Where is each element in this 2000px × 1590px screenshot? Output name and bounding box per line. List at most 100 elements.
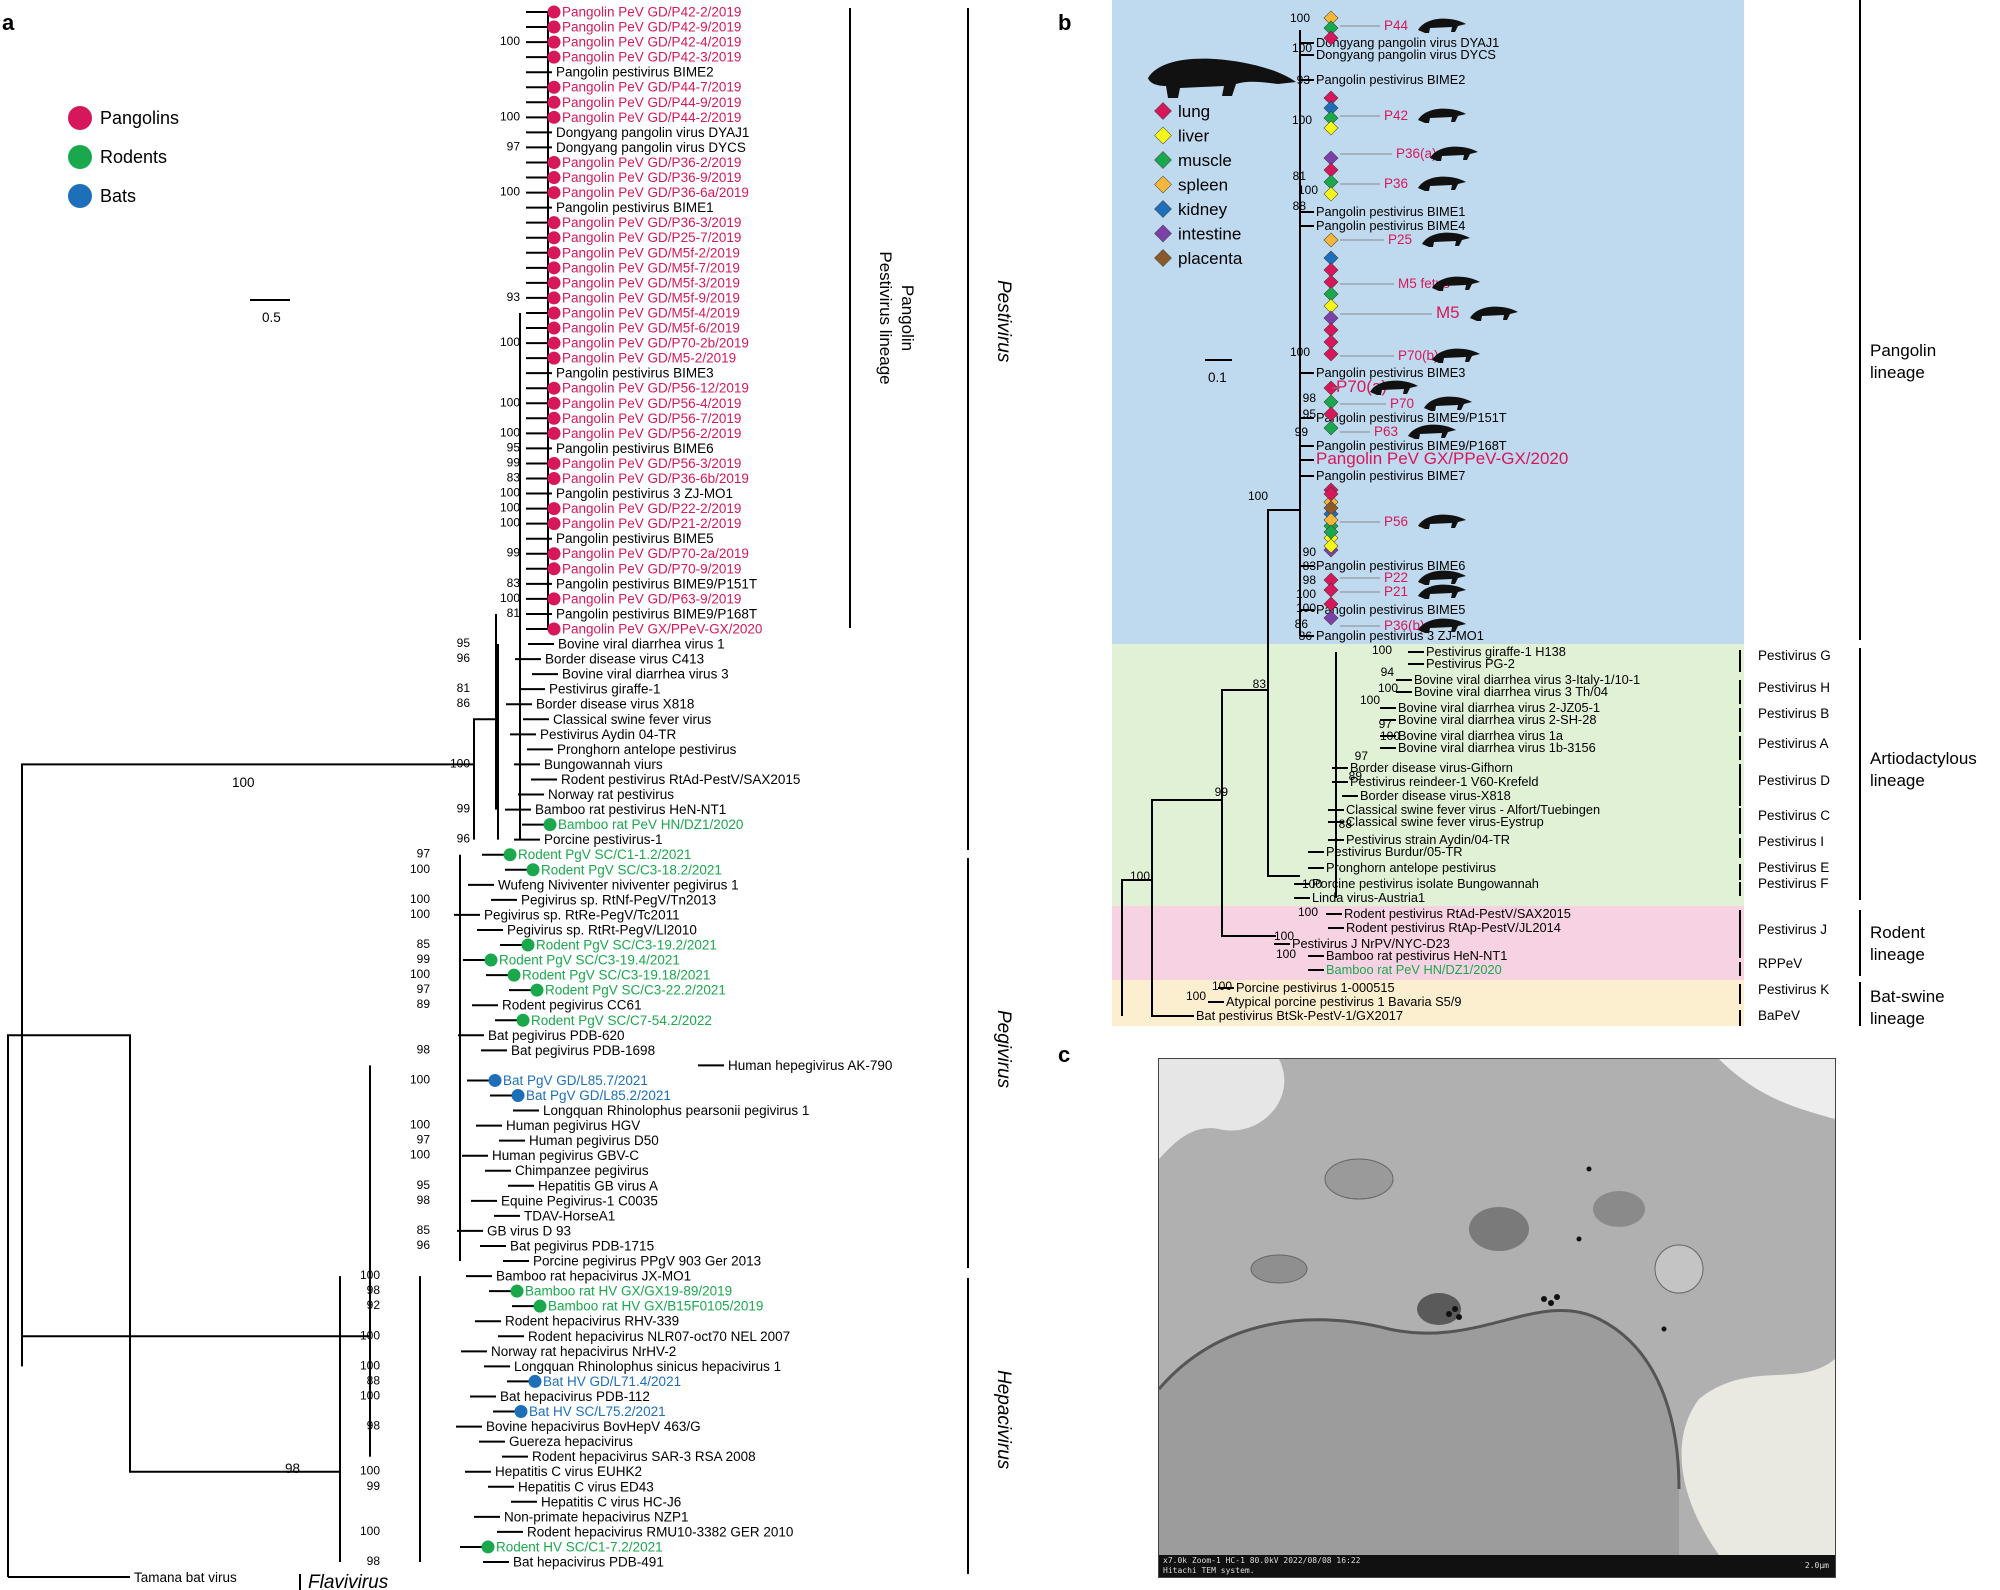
tip-label-a: Pangolin PeV GD/P44-7/2019: [562, 80, 741, 95]
node-root-upper: [21, 763, 474, 1338]
pangolin-silhouette-icon: [1148, 58, 1296, 98]
tip-label-a: Pangolin PeV GD/M5f-3/2019: [562, 275, 740, 290]
tissue-diamond: [1323, 100, 1339, 116]
tissue-diamond: [1323, 186, 1339, 202]
species-label: Pestivirus K: [1758, 982, 1829, 997]
species-label: Pestivirus G: [1758, 648, 1831, 663]
tip-label-a: Rodent PgV SC/C3-19.2/2021: [536, 938, 717, 953]
support-a: 100: [410, 862, 430, 876]
tip-label-a: Pangolin PeV GD/P42-3/2019: [562, 50, 741, 65]
tissue-diamond: [1323, 110, 1339, 126]
tissue-label-spleen: spleen: [1178, 176, 1228, 195]
host-dot-a: [547, 456, 561, 470]
support-a: 100: [360, 1358, 380, 1372]
tip-label-b: Pangolin pestivirus BIME3: [1316, 365, 1465, 380]
support-a: 100: [410, 1072, 430, 1086]
tissue-diamond: [1323, 346, 1339, 362]
tip-label-a: Pangolin pestivirus 3 ZJ-MO1: [556, 486, 733, 501]
support-b: 100: [1186, 989, 1206, 1003]
pangolin-icon: [1408, 424, 1456, 439]
species-label: Pestivirus D: [1758, 773, 1830, 788]
tip-label-b2: Bovine viral diarrhea virus 1a: [1398, 728, 1564, 743]
legend-label-0: Pangolins: [100, 108, 179, 128]
support-a: 99: [507, 455, 521, 469]
species-label: BaPeV: [1758, 1008, 1800, 1023]
support-a: 97: [417, 847, 431, 861]
lineage-pangolin-1: Pangolin: [1870, 341, 1936, 360]
tip-label-a: Rodent hepacivirus NLR07-oct70 NEL 2007: [528, 1329, 790, 1344]
panel-letter-b: b: [1058, 10, 1071, 35]
support-a: 100: [410, 892, 430, 906]
tip-label-b2: Porcine pestivirus isolate Bungowannah: [1312, 876, 1539, 891]
tem-texture: [1159, 1059, 1835, 1555]
support-a: 100: [450, 756, 470, 770]
tissue-diamond: [1323, 420, 1339, 436]
host-dot-a: [481, 1540, 495, 1554]
tip-label-a: Pegivirus sp. RtRe-PegV/Tc2011: [484, 907, 680, 922]
sample-label: M5: [1436, 303, 1460, 322]
tip-label-b2: Classical swine fever virus-Eystrup: [1346, 814, 1544, 829]
tip-label-a: Rodent pegivirus CC61: [502, 998, 642, 1013]
support-a: 81: [457, 681, 471, 695]
host-dot-a: [547, 472, 561, 486]
tip-label-a: Bamboo rat HV GX/B15F0105/2019: [548, 1299, 763, 1314]
support-b: 100: [1292, 41, 1312, 55]
support-a: 100: [360, 1388, 380, 1402]
tip-label-a: Pegivirus sp. RtRt-PegV/Ll2010: [507, 922, 697, 937]
tip-label-a: Rodent HV SC/C1-7.2/2021: [496, 1539, 663, 1554]
tip-label-a: Pangolin PeV GD/M5f-7/2019: [562, 260, 740, 275]
tissue-diamond: [1323, 298, 1339, 314]
support-b: 95: [1303, 407, 1317, 421]
host-dot-a: [547, 517, 561, 531]
host-dot-a: [547, 396, 561, 410]
host-dot-a: [511, 1088, 525, 1102]
tem-micrograph: x7.0k Zoom-1 HC-1 80.0kV 2022/08/08 16:2…: [1158, 1058, 1836, 1578]
tip-label-a: Pangolin PeV GD/P63-9/2019: [562, 591, 741, 606]
tip-label-a: Porcine pestivirus-1: [544, 832, 663, 847]
support-b: 100: [1276, 947, 1296, 961]
bg-pangolin: [1112, 0, 1744, 644]
tip-label-b: Pangolin pestivirus 3 ZJ-MO1: [1316, 628, 1484, 643]
support-a: 99: [417, 952, 431, 966]
tip-label-a: Pangolin PeV GD/P21-2/2019: [562, 516, 741, 531]
tip-label-b2: Pestivirus giraffe-1 H138: [1426, 644, 1566, 659]
sample-label: P44: [1384, 18, 1409, 33]
tip-label-a: Pangolin pestivirus BIME5: [556, 531, 714, 546]
host-dot-a: [547, 306, 561, 320]
tip-label-a: Pangolin pestivirus BIME9/P151T: [556, 576, 757, 591]
legend-dot-2: [68, 184, 92, 208]
host-dot-a: [547, 155, 561, 169]
legend-label-1: Rodents: [100, 147, 167, 167]
pangolin-icon: [1430, 146, 1478, 161]
support-b: 100: [1298, 183, 1318, 197]
support-a: 98: [417, 1042, 431, 1056]
species-label: RPPeV: [1758, 956, 1802, 971]
tip-label-b2: Linda virus-Austria1: [1312, 890, 1425, 905]
tissue-diamond: [1323, 274, 1339, 290]
tip-label-a: Bamboo rat HV GX/GX19-89/2019: [525, 1284, 732, 1299]
tip-label-a: Rodent PgV SC/C3-19.4/2021: [499, 953, 680, 968]
support-a: 97: [417, 982, 431, 996]
tissue-label-muscle: muscle: [1178, 151, 1232, 170]
tip-label-b2: Atypical porcine pestivirus 1 Bavaria S5…: [1226, 994, 1461, 1009]
pangolin-icon: [1418, 618, 1466, 633]
tissue-diamond: [1323, 232, 1339, 248]
support-b: 100: [1302, 877, 1322, 891]
sample-label: P42: [1384, 108, 1408, 123]
genus-flavivirus: Flavivirus: [308, 1572, 389, 1590]
host-dot-a: [503, 848, 517, 862]
genus-hepacivirus: Hepacivirus: [993, 1370, 1014, 1470]
support-a: 100: [410, 907, 430, 921]
support-a: 100: [500, 109, 520, 123]
support-a: 98: [367, 1419, 381, 1433]
tip-label-a: Bat HV SC/L75.2/2021: [529, 1404, 666, 1419]
support-b: 90: [1303, 545, 1317, 559]
tissue-diamond: [1323, 596, 1339, 612]
panel-letter-a: a: [2, 10, 15, 35]
support-b: 99: [1215, 785, 1229, 799]
tissue-diamond: [1323, 500, 1339, 516]
